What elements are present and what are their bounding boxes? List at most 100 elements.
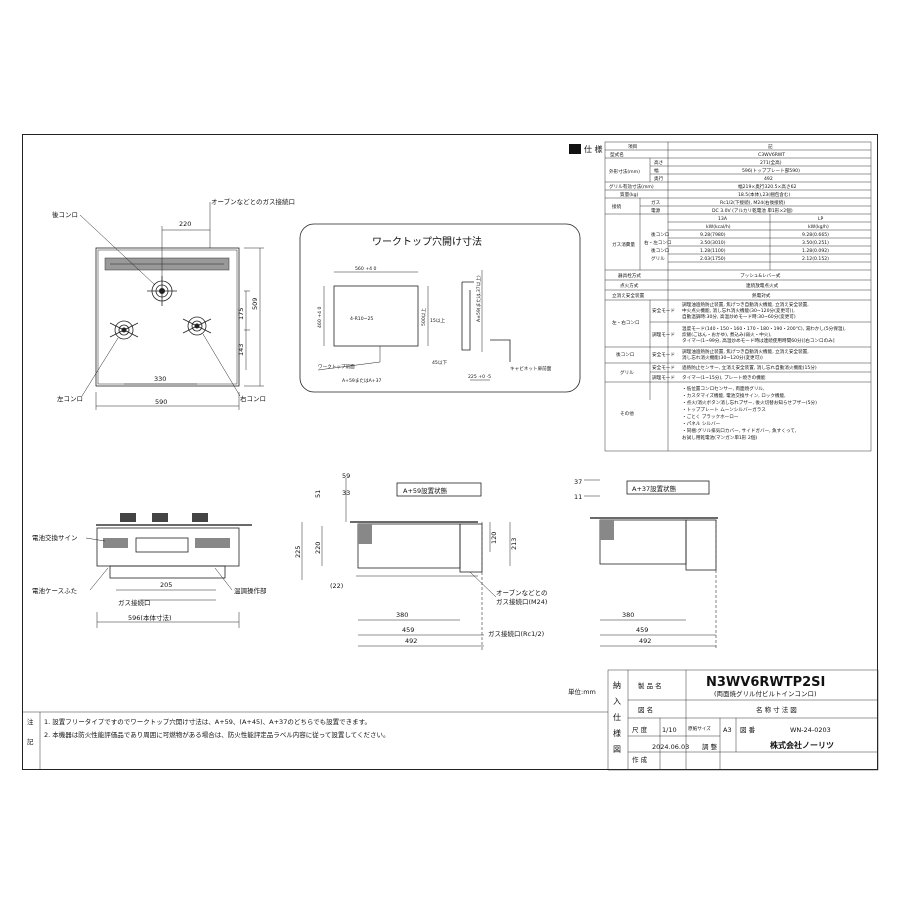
other-rows: その他 ・低位置コンロセンサー, 両面焼グリル, ・カスタマイズ機能, 電池交換… (620, 385, 817, 441)
other-line: お試し用乾電池(マンガン単1形 2個) (682, 434, 757, 441)
safety-line: 過熱防止センサー, 立消え安全装置, 消し忘れ自動消火機能(15分) (682, 364, 817, 371)
misc-row-label: 器具栓方式 (618, 272, 641, 279)
gas-row-lp: 1.28(0.092) (802, 248, 829, 254)
note-line-1: 1. 設置フリータイプですのでワークトップ穴開け寸法は、A+59、(A+45)、… (44, 717, 371, 726)
top-view: 後コンロ オーブンなどとのガス接続口 左コンロ 右コンロ 220 509 175… (52, 197, 295, 410)
misc-row-value: 連続放電点火式 (746, 282, 779, 289)
spec-title: 仕 様 (584, 144, 603, 154)
gas-row-lp: 3.50(0.251) (802, 240, 829, 246)
misc-row-value: プッシュ&レバー式 (740, 272, 781, 279)
spec-table: 仕 様 項目 記 型式名 C3WV6RWT 外形寸法(mm) 高さ 271(全高… (569, 141, 872, 452)
gas-row-lp: 2.12(0.152) (802, 256, 829, 262)
safety-rear-label: 後コンロ (616, 351, 634, 358)
dim-cutout-460: 460 +4 0 (317, 307, 323, 328)
spec-header-value: 記 (768, 143, 773, 150)
gas-row-13a: 3.50(3010) (700, 240, 726, 246)
a59-rear-part (459, 523, 483, 573)
spec-row-label: 型式名 (610, 151, 624, 158)
dim-a37-492: 492 (639, 637, 651, 645)
drawing-name: 名 称 寸 法 図 (756, 705, 797, 714)
safety-left-right: 左・右コンロ 安全モード 調理油過熱防止装置, 焦げつき自動消火機能, 立消え安… (605, 300, 871, 400)
safety-rear: 後コンロ 安全モード 調理油過熱防止装置, 焦げつき自動消火機能, 立消え安全装… (605, 348, 871, 364)
dim-143: 143 (237, 344, 245, 356)
label-battery-cover: 電池ケースふた (32, 586, 77, 595)
trivet-center (152, 513, 168, 522)
spec-icon (569, 144, 581, 154)
safety-line: 炊飯(ごはん・おかゆ), 煮込み(弱火・中火), (682, 331, 772, 338)
other-line: ・点火/消火ボタン消し忘れブザー, 後火切替お知らせブザー(5分) (682, 399, 817, 406)
label-rear-burner: 後コンロ (52, 210, 78, 219)
right-burner-icon (182, 316, 212, 336)
side-view-a59: A+59設置状態 59 51 33 225 220 120 213 (22) オ… (294, 472, 548, 650)
company-name: 株式会社ノーリツ (770, 740, 834, 750)
dim-a59-225: 225 (294, 546, 302, 558)
gas-row-label: 後コンロ (651, 247, 669, 254)
safety-line: 自動温調時:30分, 高温炒めモード時:30~60分(変更可) (682, 313, 796, 320)
label-a59-oven-m24: ガス接続口(M24) (496, 597, 547, 606)
safety-grill-label: グリル (620, 369, 634, 376)
nouiri-4: 様 (613, 728, 621, 738)
cabinet-line (490, 339, 511, 362)
dim-cutout-15: 15以上 (430, 317, 445, 324)
dim-a59-213: 213 (510, 538, 518, 550)
safety-mode: 調理モード (652, 331, 675, 338)
nouiri-3: 仕 (613, 712, 621, 722)
label-worktop-front: ワークトップ前面 (318, 363, 355, 370)
paper-size: A3 (723, 726, 732, 734)
drawing-number: WN-24-0203 (790, 726, 831, 734)
nouiri-5: 図 (613, 745, 621, 754)
gas-row-13a: 9.28(7980) (700, 232, 726, 238)
dim-a37-380: 380 (622, 611, 634, 619)
dim-330: 330 (154, 375, 166, 383)
label-body-dimension: 596(本体寸法) (128, 613, 171, 622)
dim-a59-492: 492 (405, 637, 417, 645)
dim-a37-459: 459 (636, 626, 648, 634)
spec-row-label: 電源 (651, 207, 661, 214)
spec-header-item: 項目 (628, 144, 637, 150)
cutout-frame (299, 223, 581, 393)
cutout-title: ワークトップ穴開け寸法 (372, 235, 482, 248)
gas-unit-13a: kW(kcal/h) (706, 224, 731, 230)
grill-door (135, 537, 189, 553)
spec-row-value: 幅219×奥行320.5×高さ62 (738, 183, 797, 190)
spec-row-value: 492 (764, 176, 773, 182)
safety-line: タイマー(1~99分, 高温炒めモード時は連続使用時間60分)[右コンロのみ] (682, 337, 835, 344)
misc-row-label: 立消え安全装置 (612, 292, 645, 299)
adjust-label: 調 整 (702, 742, 718, 751)
label-a59-oven: オーブンなどとの (496, 588, 548, 597)
other-line: ・トッププレート ムーンシルバーガラス (682, 406, 766, 413)
safety-line: 調理油過熱防止装置, 焦げつき自動消火機能, 立消え安全装置, (682, 348, 809, 355)
other-line: ・カスタマイズ機能, 電池交換サイン, ロック機能, (682, 392, 786, 399)
left-burner-icon (109, 320, 139, 340)
created-date: 2024.06.03 (652, 743, 689, 751)
safety-mode: 調理モード (652, 374, 675, 381)
front-lower-body (109, 565, 226, 579)
dim-cutout-560: 560 +4 0 (355, 266, 376, 272)
spec-row-label: 幅 (654, 167, 659, 174)
side-view-a37: A+37設置状態 37 11 380 459 492 (574, 478, 718, 650)
product-name-label: 製 品 名 (638, 681, 662, 690)
label-a59-gas: ガス接続口(Rc1/2) (488, 629, 544, 638)
gas-col-13a: 13A (718, 216, 728, 222)
gas-row-label: グリル (651, 255, 665, 262)
spec-row-group: 接続 (612, 203, 622, 210)
spec-rows: 型式名 C3WV6RWT 外形寸法(mm) 高さ 271(全高) 幅 596(ト… (605, 151, 871, 215)
spec-row-label: 高さ (654, 159, 663, 166)
front-view: 電池交換サイン 電池ケースふた 温調操作部 205 ガス接続口 596(本体寸法… (32, 513, 267, 628)
gas-row-13a: 2.03(1750) (700, 256, 726, 262)
spec-row-label: ガス (651, 199, 661, 206)
label-left-burner: 左コンロ (57, 394, 83, 403)
label-right-burner: 右コンロ (240, 394, 266, 403)
misc-row-label: 点火方式 (620, 282, 639, 289)
safety-line: 中火点火機能, 消し忘れ消火機能(30~120分(変更可)), (682, 307, 795, 314)
dim-cutout-a59: A±59(または,37以上) (475, 275, 482, 322)
safety-line: 温度モード(140・150・160・170・180・190・200℃), 湯わか… (682, 325, 846, 332)
spec-row-label: 奥行 (654, 175, 664, 182)
spec-row-value: 596(トッププレート部590) (742, 167, 800, 174)
safety-rl-label: 左・右コンロ (612, 319, 640, 326)
scale-label: 尺 度 (632, 725, 648, 734)
gas-row-lp: 9.28(0.665) (802, 232, 829, 238)
other-line: ・同梱:グリル排気口カバー, サイドガバー, 魚すくって, (682, 427, 797, 434)
control-panel (195, 538, 230, 548)
